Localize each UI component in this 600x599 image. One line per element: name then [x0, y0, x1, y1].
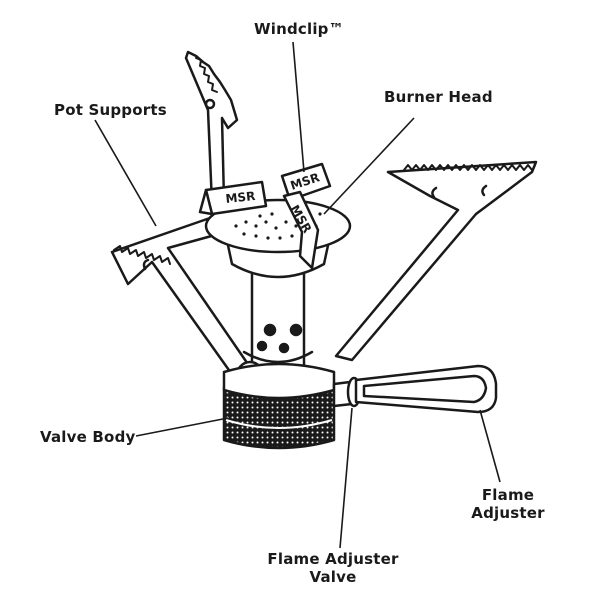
flame-adjuster-label: Flame Adjuster — [458, 486, 558, 522]
flame-adjuster-label-line1: Flame — [481, 486, 535, 504]
flame-adjuster-leader — [479, 409, 501, 483]
flame-adjuster-valve-label-line2: Valve — [309, 568, 357, 586]
flame-adjuster-label-line2: Adjuster — [471, 504, 545, 522]
valve-body-label: Valve Body — [40, 428, 136, 446]
burner-head-leader — [323, 117, 415, 215]
flame-adjuster-valve-leader — [339, 407, 353, 549]
pot-supports-leader — [94, 119, 157, 227]
right-pot-support — [334, 160, 538, 362]
back-pot-support — [184, 50, 239, 206]
flame-adjuster — [354, 364, 498, 414]
valve-body — [222, 362, 336, 450]
windclip-leader — [292, 41, 305, 173]
leader-lines — [94, 41, 501, 549]
valve-body-leader — [135, 417, 229, 437]
flame-adjuster-valve — [332, 376, 362, 408]
flame-adjuster-valve-label: Flame Adjuster Valve — [258, 550, 408, 586]
pot-supports-label: Pot Supports — [54, 101, 167, 119]
flame-adjuster-valve-label-line1: Flame Adjuster — [267, 550, 399, 568]
windclip — [198, 162, 332, 270]
valve-stem — [242, 268, 314, 374]
windclip-label: Windclip™ — [254, 20, 344, 38]
msr-mark: MSR — [225, 189, 256, 206]
burner-head-label: Burner Head — [384, 88, 493, 106]
